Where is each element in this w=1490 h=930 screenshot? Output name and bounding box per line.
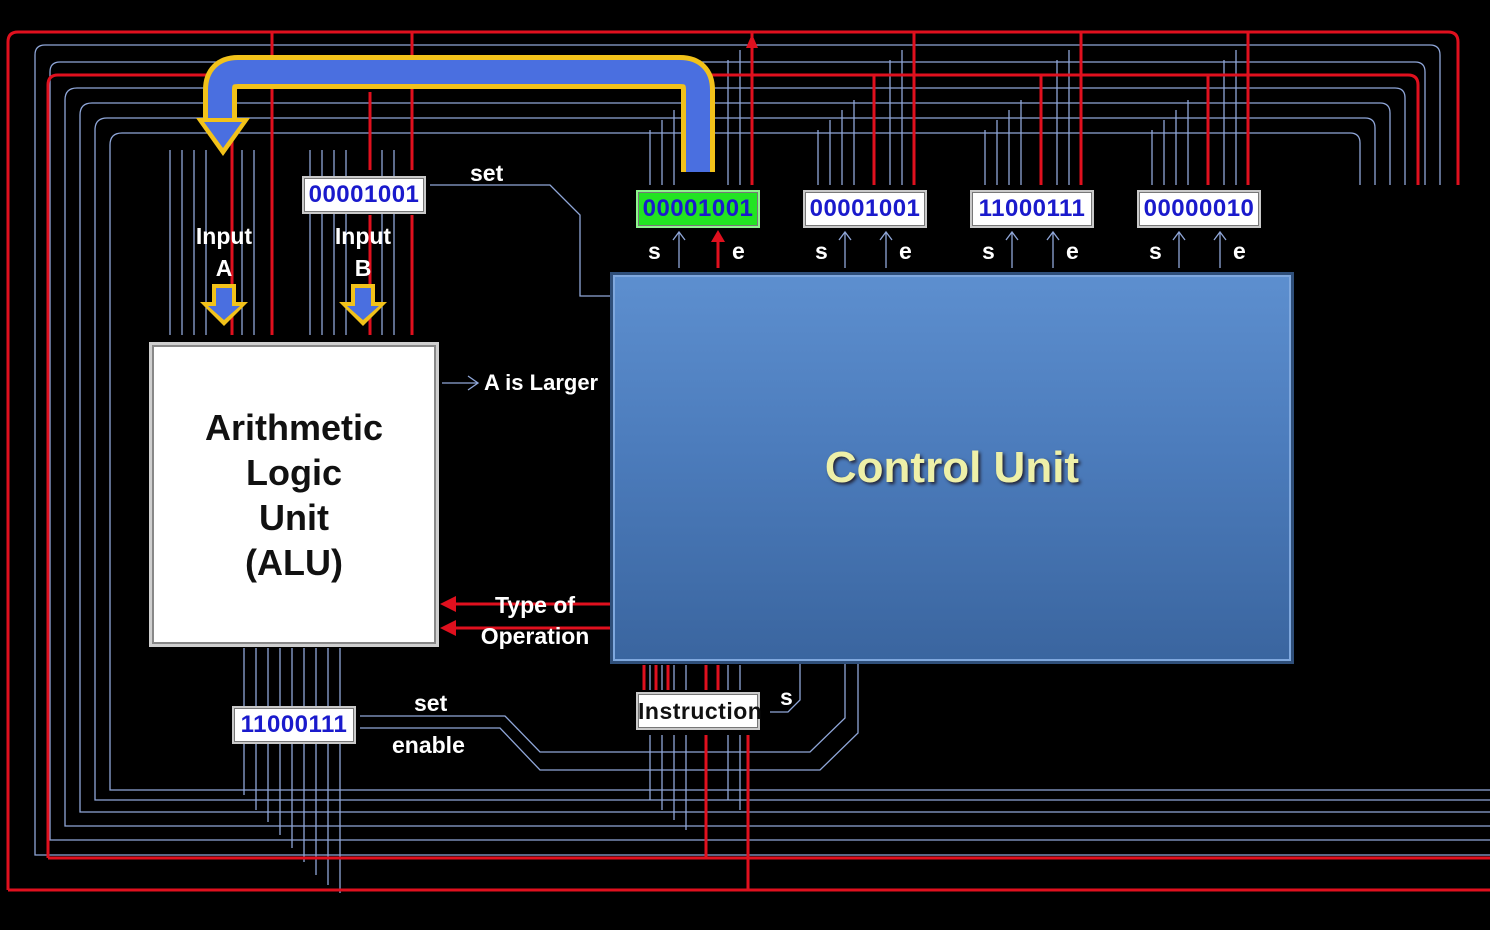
input-b-register: 00001001 xyxy=(302,176,426,214)
control-unit: Control Unit xyxy=(610,272,1294,664)
data-flow-arrow xyxy=(196,55,715,326)
register-1-enable-label: e xyxy=(732,238,745,264)
register-2: 00001001 xyxy=(803,190,927,228)
register-1: 00001001 xyxy=(636,190,760,228)
control-unit-title: Control Unit xyxy=(824,443,1080,492)
register-3: 11000111 xyxy=(970,190,1094,228)
alu-output-enable-label: enable xyxy=(392,732,465,758)
arithmetic-logic-unit: Arithmetic Logic Unit (ALU) xyxy=(149,342,439,647)
input-a-line2: A xyxy=(215,255,233,281)
input-a-line1: Input xyxy=(195,223,253,249)
alu-title-line: Arithmetic xyxy=(204,406,384,448)
register-4-set-label: s xyxy=(1149,238,1162,264)
alu-title-line: Unit xyxy=(259,496,329,538)
alu-output-set-label: set xyxy=(414,690,448,716)
alu-output-register: 11000111 xyxy=(232,706,356,744)
register-3-enable-label: e xyxy=(1066,238,1079,264)
input-b-line1: Input xyxy=(334,223,392,249)
control-arrowheads xyxy=(440,34,758,636)
input-a-label: Input A xyxy=(186,220,262,284)
input-b-set-label: set xyxy=(470,160,504,186)
alu-title-line: Logic xyxy=(246,451,342,493)
register-3-set-label: s xyxy=(982,238,995,264)
type-of-operation-line2: Operation xyxy=(480,623,590,649)
type-of-operation-line1: Type of xyxy=(494,592,576,618)
register-2-enable-label: e xyxy=(899,238,912,264)
instruction-set-label: s xyxy=(780,684,793,710)
register-4-enable-label: e xyxy=(1233,238,1246,264)
alu-title: Arithmetic Logic Unit (ALU) xyxy=(205,405,383,585)
control-wires xyxy=(6,30,1490,892)
register-2-set-label: s xyxy=(815,238,828,264)
type-of-operation-label: Type of Operation xyxy=(470,590,600,652)
register-1-set-label: s xyxy=(648,238,661,264)
alu-title-line: (ALU) xyxy=(245,541,343,583)
input-b-label: Input B xyxy=(325,220,401,284)
a-is-larger-label: A is Larger xyxy=(484,370,599,395)
register-4: 00000010 xyxy=(1137,190,1261,228)
input-b-line2: B xyxy=(354,255,372,281)
instruction-register: Instruction xyxy=(636,692,762,730)
